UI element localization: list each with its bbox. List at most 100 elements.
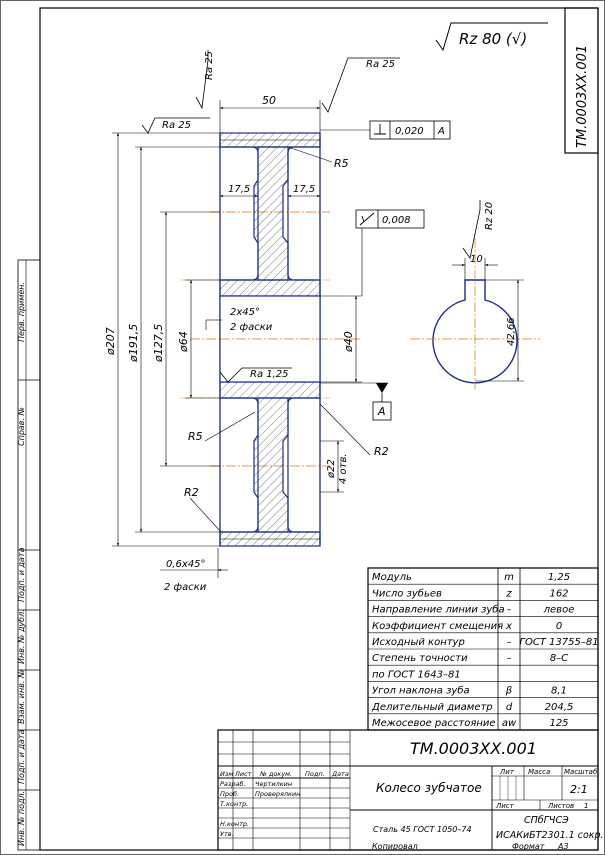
param-value: 125 (549, 718, 568, 729)
tb-org1: СПбГЧСЭ (524, 815, 569, 826)
datum-label: A (377, 405, 386, 418)
tb-sheets-value: 1 (584, 802, 588, 810)
dimensions (112, 100, 524, 578)
tb-prov: Проб. (220, 790, 239, 798)
dim-d1915: ø191,5 (127, 324, 140, 363)
dim-chamfer1: 2х45° (230, 307, 260, 318)
tb-mass: Масса (528, 768, 550, 776)
dim-r2-left: R2 (184, 486, 199, 499)
roughness-top-left: Ra 25 (204, 51, 215, 80)
tb-sheets: Листов (547, 802, 574, 810)
param-value: 204,5 (545, 702, 574, 713)
perp-datum: A (437, 126, 445, 137)
param-name: Межосевое расстояние (372, 718, 496, 729)
tb-scale: Масштаб (564, 768, 598, 776)
dim-key-width: 10 (470, 254, 483, 265)
dim-chamfer2: 0,6х45° (166, 559, 206, 570)
tb-designation: ТМ.0003ХХ.001 (410, 739, 537, 758)
param-symbol: β (505, 686, 513, 697)
param-value: левое (543, 605, 575, 616)
keyway-view (410, 238, 540, 390)
param-symbol: – (507, 637, 512, 648)
dim-width: 50 (262, 94, 276, 107)
corner-designation: ТМ.0003ХХ.001 (575, 45, 590, 148)
param-symbol: aw (502, 718, 517, 729)
tb-razrab: Разраб. (220, 780, 246, 788)
side-label-vzam: Взам. инв. № (17, 670, 26, 724)
title-block: ТМ.0003ХХ.001 Колесо зубчатое Сталь 45 Г… (217, 729, 604, 851)
tb-org2: ИСАКиБТ2301.1 сокр. (496, 830, 604, 841)
param-symbol: d (506, 702, 513, 713)
format-label: Формат (512, 842, 545, 851)
param-value: 8–С (550, 653, 568, 664)
dim-d40: ø40 (342, 331, 355, 353)
dim-hub-right: 17,5 (293, 184, 315, 195)
param-name: Делительный диаметр (371, 702, 493, 713)
roughness-marks (141, 50, 481, 383)
param-symbol: m (504, 572, 514, 583)
param-symbol: – (507, 605, 512, 616)
corner-stamp: ТМ.0003ХХ.001 (564, 7, 599, 154)
param-name: по ГОСТ 1643–81 (372, 669, 461, 680)
side-label-perv: Перв. примен. (17, 282, 26, 342)
perp-value: 0,020 (395, 126, 424, 137)
param-name: Угол наклона зуба (372, 685, 470, 697)
param-value: 8,1 (551, 686, 567, 697)
param-symbol: z (505, 588, 512, 599)
roughness-keyway: Rz 20 (484, 202, 495, 230)
param-name: Коэффициент смещения (372, 621, 503, 632)
roughness-top-face: Ra 25 (366, 59, 395, 70)
side-label-sprav: Справ. № (17, 407, 26, 446)
format-value: А3 (557, 842, 569, 851)
param-name: Число зубьев (372, 587, 442, 599)
roughness-bore: Ra 1,25 (250, 369, 289, 380)
tb-scale-value: 2:1 (570, 783, 588, 796)
dim-hub-left: 17,5 (228, 184, 250, 195)
param-name: Степень точности (372, 653, 468, 664)
tb-hdr-doc: № докум. (259, 770, 292, 778)
dim-chamfer2-note: 2 фаски (164, 582, 207, 593)
runout-frame: 0,008 (355, 209, 425, 296)
roughness-rim: Ra 25 (162, 120, 191, 131)
dim-d207: ø207 (104, 327, 117, 356)
dim-d64: ø64 (177, 331, 190, 353)
tb-lit: Лит (499, 768, 515, 776)
param-name: Направление линии зуба (372, 604, 505, 616)
runout-value: 0,008 (382, 215, 411, 226)
tb-sheet: Лист (495, 802, 515, 810)
param-value: ГОСТ 13755–81 (519, 637, 598, 648)
side-label-podp1: Подп. и дата (17, 547, 26, 602)
param-value: 0 (556, 621, 562, 632)
side-label-inv-podl: Инв. № подл. (17, 791, 26, 846)
dim-r2-right: R2 (374, 445, 389, 458)
dim-holes: 4 отв. (338, 453, 349, 484)
perpendicularity-frame: 0,020 A (320, 120, 451, 140)
perpendicularity-icon (374, 124, 386, 135)
tb-nkontr: Н.контр. (220, 820, 249, 828)
param-value: 162 (549, 588, 568, 599)
dim-chamfer1-note: 2 фаски (230, 322, 273, 333)
side-label-inv-dubl: Инв. № дубл. (17, 609, 26, 664)
tb-hdr-izm: Изм (220, 770, 233, 778)
runout-icon (359, 212, 375, 226)
dim-d1275: ø127,5 (152, 324, 165, 363)
tb-tkontr: Т.контр. (220, 800, 248, 808)
param-name: Модуль (372, 572, 412, 583)
side-strip: Перв. примен. Справ. № Подп. и дата Инв.… (17, 259, 41, 851)
tb-hdr-date: Дата (331, 770, 349, 778)
tb-material: Сталь 45 ГОСТ 1050–74 (373, 825, 472, 834)
tb-name: Колесо зубчатое (376, 781, 482, 795)
dim-d22: ø22 (326, 459, 337, 479)
side-label-podp2: Подп. и дата (17, 729, 26, 784)
copied-label: Копировал (372, 842, 418, 851)
tb-hdr-podp: Подп. (305, 770, 325, 778)
general-roughness-text: Rz 80 (√) (459, 30, 527, 48)
tb-prov-name: Проверялкин (255, 790, 300, 798)
dim-key-height: 42,66 (506, 317, 517, 346)
tb-utv: Утв. (220, 830, 234, 838)
param-value: 1,25 (548, 572, 570, 583)
general-roughness: Rz 80 (√) (435, 22, 548, 52)
param-name: Исходный контур (372, 637, 465, 648)
